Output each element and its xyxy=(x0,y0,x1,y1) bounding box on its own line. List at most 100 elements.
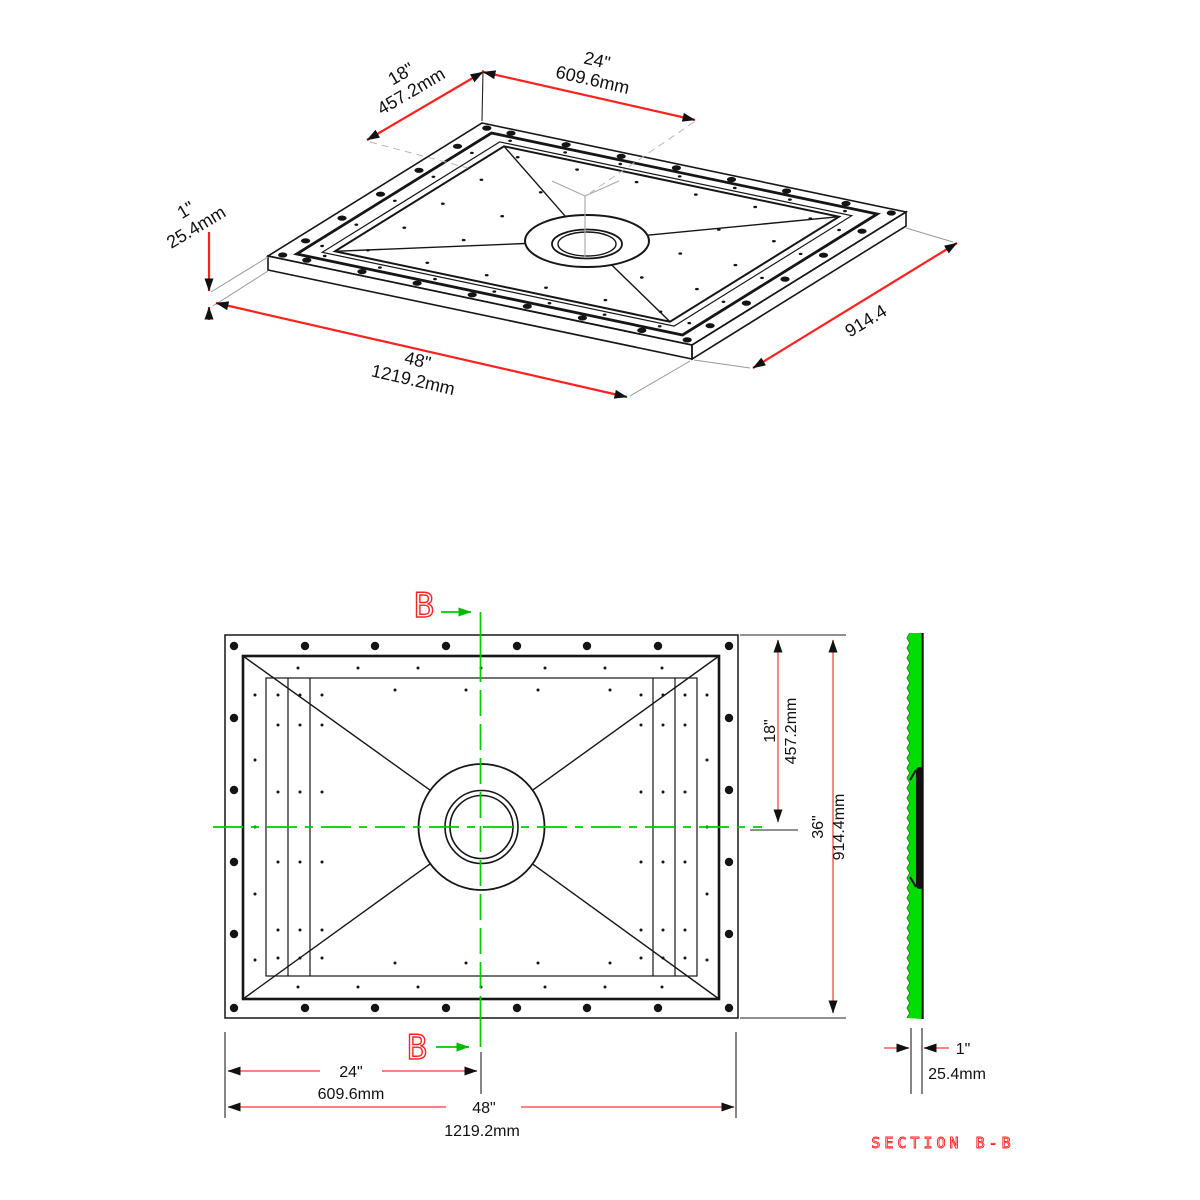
screw-hole-dot xyxy=(337,215,347,221)
section-marker-top: B xyxy=(414,586,434,626)
screw-hole-dot xyxy=(841,200,851,207)
screw-hole-dot xyxy=(603,298,608,302)
screw-hole-dot xyxy=(508,139,512,142)
screw-hole-dot xyxy=(302,257,312,263)
screw-hole-dot xyxy=(370,641,380,651)
screw-hole-dot xyxy=(515,156,520,159)
screw-hole-dot xyxy=(657,325,662,328)
screw-hole-dot xyxy=(639,276,644,279)
screw-hole-dot xyxy=(637,327,647,333)
screw-hole-dot xyxy=(634,180,639,184)
screw-hole-dot xyxy=(479,178,484,181)
screw-hole-dot xyxy=(402,226,407,229)
screw-hole-dot xyxy=(298,928,302,932)
screw-hole-dot xyxy=(482,125,492,131)
screw-hole-dot xyxy=(639,928,643,932)
screw-hole-dot xyxy=(724,641,734,651)
screw-hole-dot xyxy=(253,892,257,896)
screw-hole-dot xyxy=(724,857,734,867)
screw-hole-dot xyxy=(229,641,239,651)
dim-label-mm: 25.4mm xyxy=(928,1066,986,1083)
screw-hole-dot xyxy=(278,252,288,258)
screw-hole-dot xyxy=(300,1003,310,1013)
section-drain-hub xyxy=(909,767,924,889)
screw-hole-dot xyxy=(658,310,663,313)
section-view: 1" 25.4mm SECTION B-B xyxy=(871,632,1014,1152)
screw-hole-dot xyxy=(760,276,764,280)
screw-hole-dot xyxy=(639,790,643,794)
screw-hole-dot xyxy=(461,238,466,242)
plan-frame-thin xyxy=(265,677,698,977)
plan-screw-holes xyxy=(229,641,734,1013)
screw-hole-dot xyxy=(320,928,324,932)
screw-hole-dot xyxy=(506,130,516,136)
screw-hole-dot xyxy=(661,693,665,697)
screw-hole-dot xyxy=(732,186,737,190)
screw-hole-dot xyxy=(320,723,324,727)
screw-hole-dot xyxy=(683,956,687,960)
screw-hole-dot xyxy=(753,205,758,209)
screw-hole-dot xyxy=(441,641,451,651)
screw-hole-dot xyxy=(392,199,397,202)
plan-dim-bottom: 24" 609.6mm 48" 1219.2mm xyxy=(224,1032,737,1140)
screw-hole-dot xyxy=(808,217,813,220)
screw-hole-dot xyxy=(608,961,612,965)
screw-hole-dot xyxy=(678,252,683,255)
screw-hole-dot xyxy=(818,252,829,258)
screw-hole-dot xyxy=(229,929,239,939)
screw-hole-dot xyxy=(639,956,643,960)
screw-hole-dot xyxy=(705,958,709,962)
screw-hole-dot xyxy=(772,240,776,243)
screw-hole-dot xyxy=(375,191,386,197)
screw-hole-dot xyxy=(724,785,734,795)
screw-hole-dot xyxy=(414,167,424,173)
screw-hole-dot xyxy=(500,215,505,218)
dim-label-mm: 914.4mm xyxy=(831,794,848,861)
screw-hole-dot xyxy=(296,985,300,989)
dim-label-mm: 457.2mm xyxy=(783,698,800,765)
screw-hole-dot xyxy=(886,210,896,216)
screw-hole-dot xyxy=(616,153,626,159)
screw-hole-dot xyxy=(366,249,370,252)
screw-hole-dot xyxy=(683,860,687,864)
screw-hole-dot xyxy=(716,228,721,231)
plate-left-side xyxy=(267,255,693,360)
screw-hole-dot xyxy=(467,292,477,298)
section-hatch-edge xyxy=(906,632,910,1019)
screw-hole-dot xyxy=(322,254,327,258)
screw-hole-dot xyxy=(320,244,324,248)
screw-hole-dot xyxy=(857,228,867,234)
screw-hole-dot xyxy=(229,857,239,867)
screw-hole-dot xyxy=(660,666,664,670)
screw-hole-dot xyxy=(536,688,540,692)
screw-hole-dot xyxy=(741,300,752,306)
iso-screw-holes-ring xyxy=(320,139,847,328)
screw-hole-dot xyxy=(788,198,792,201)
screw-hole-dot xyxy=(354,223,359,226)
dim-label-in: 48" xyxy=(472,1100,495,1117)
screw-hole-dot xyxy=(470,151,474,155)
screw-hole-dot xyxy=(464,688,468,692)
screw-hole-dot xyxy=(660,985,664,989)
screw-hole-dot xyxy=(608,688,612,692)
screw-hole-dot xyxy=(393,688,397,692)
screw-hole-dot xyxy=(683,723,687,727)
plan-dim-right: 18" 457.2mm 36" 914.4mm xyxy=(740,634,848,1019)
screw-hole-dot xyxy=(370,1003,380,1013)
screw-hole-dot xyxy=(229,785,239,795)
screw-hole-dot xyxy=(782,188,792,194)
screw-hole-dot xyxy=(416,985,420,989)
screw-hole-dot xyxy=(431,175,436,178)
section-title: SECTION B-B xyxy=(871,1134,1014,1152)
screw-hole-dot xyxy=(522,303,532,309)
screw-hole-dot xyxy=(639,860,643,864)
screw-hole-dot xyxy=(393,961,397,965)
frame-thin xyxy=(320,141,854,327)
frame-thick xyxy=(292,131,882,337)
dim-label-in: 1" xyxy=(956,1041,971,1058)
screw-hole-dot xyxy=(229,1003,239,1013)
screw-hole-dot xyxy=(577,315,588,321)
screw-hole-dot xyxy=(464,961,468,965)
screw-hole-dot xyxy=(661,790,665,794)
